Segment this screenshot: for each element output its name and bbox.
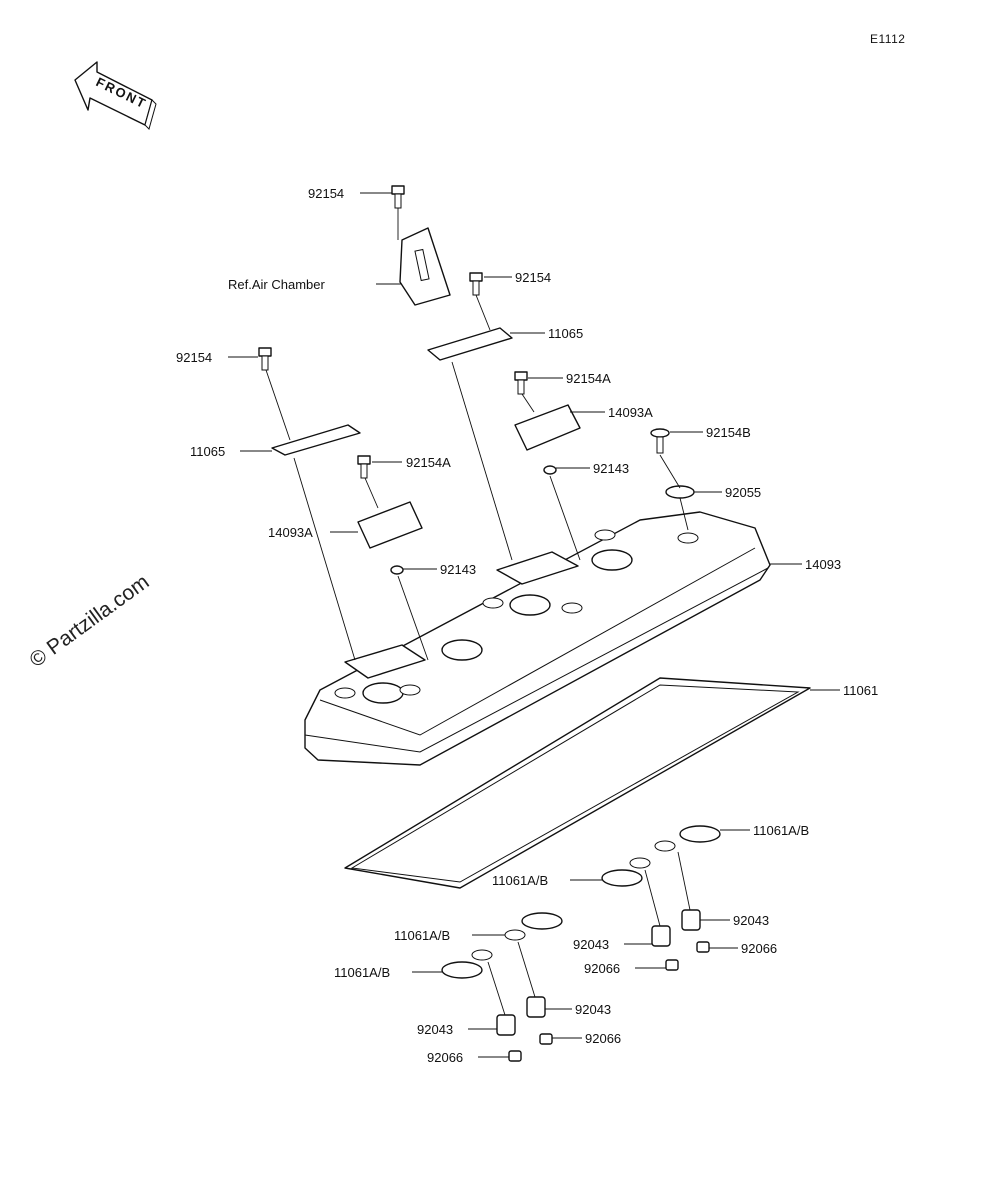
- watermark: © Partzilla.com: [25, 570, 153, 672]
- dowel-pins: [496, 909, 701, 1036]
- callout-bolt-left: 92154: [176, 350, 212, 365]
- callout-bolt-a-right: 92154A: [566, 371, 611, 386]
- breather-block-left: [357, 501, 423, 549]
- callout-cap-l2: 92066: [427, 1050, 463, 1065]
- callout-cap-r2: 92066: [584, 961, 620, 976]
- callout-seal-92055: 92055: [725, 485, 761, 500]
- breather-block-right: [514, 404, 581, 451]
- callout-gasket: 11061: [843, 683, 878, 698]
- callout-cap-r1: 92066: [741, 941, 777, 956]
- callout-bolt-right: 92154: [515, 270, 551, 285]
- callout-dowel-l1: 92043: [575, 1002, 611, 1017]
- callout-bracket-right: 14093A: [608, 405, 653, 420]
- callout-labels: 92154 Ref.Air Chamber 92154 11065 92154 …: [176, 186, 878, 1065]
- callout-ring-l1: 11061A/B: [394, 928, 450, 943]
- callout-bolt-a-left: 92154A: [406, 455, 451, 470]
- callout-cap-l1: 92066: [585, 1031, 621, 1046]
- callout-dowel-r2: 92043: [573, 937, 609, 952]
- callout-plate-left: 11065: [190, 444, 225, 459]
- cover-plate-left: [271, 424, 361, 456]
- bolt-icon: [258, 185, 670, 479]
- callout-cover: 14093: [805, 557, 841, 572]
- cover-plate-right: [427, 327, 513, 361]
- washer-icon: [390, 565, 404, 575]
- callout-bracket-left: 14093A: [268, 525, 313, 540]
- callout-ring-r1: 11061A/B: [753, 823, 809, 838]
- cover-gasket: [344, 677, 811, 889]
- o-rings: [441, 825, 721, 979]
- leader-lines: [228, 192, 840, 1058]
- callout-washer-right: 92143: [593, 461, 629, 476]
- front-arrow-icon: FRONT: [74, 61, 157, 130]
- callout-bolt-b: 92154B: [706, 425, 751, 440]
- callout-dowel-r1: 92043: [733, 913, 769, 928]
- diagram-code: E1112: [870, 32, 905, 46]
- callout-ref-air-chamber: Ref.Air Chamber: [228, 277, 325, 292]
- callout-ring-l2: 11061A/B: [334, 965, 390, 980]
- washer-icon: [543, 465, 557, 475]
- callout-plate-right: 11065: [548, 326, 583, 341]
- callout-dowel-l2: 92043: [417, 1022, 453, 1037]
- callout-washer-left: 92143: [440, 562, 476, 577]
- valve-cover: [304, 511, 771, 766]
- callout-ring-r2: 11061A/B: [492, 873, 548, 888]
- air-chamber-bracket: [399, 227, 451, 306]
- callout-bolt-top: 92154: [308, 186, 344, 201]
- caps: [508, 941, 710, 1062]
